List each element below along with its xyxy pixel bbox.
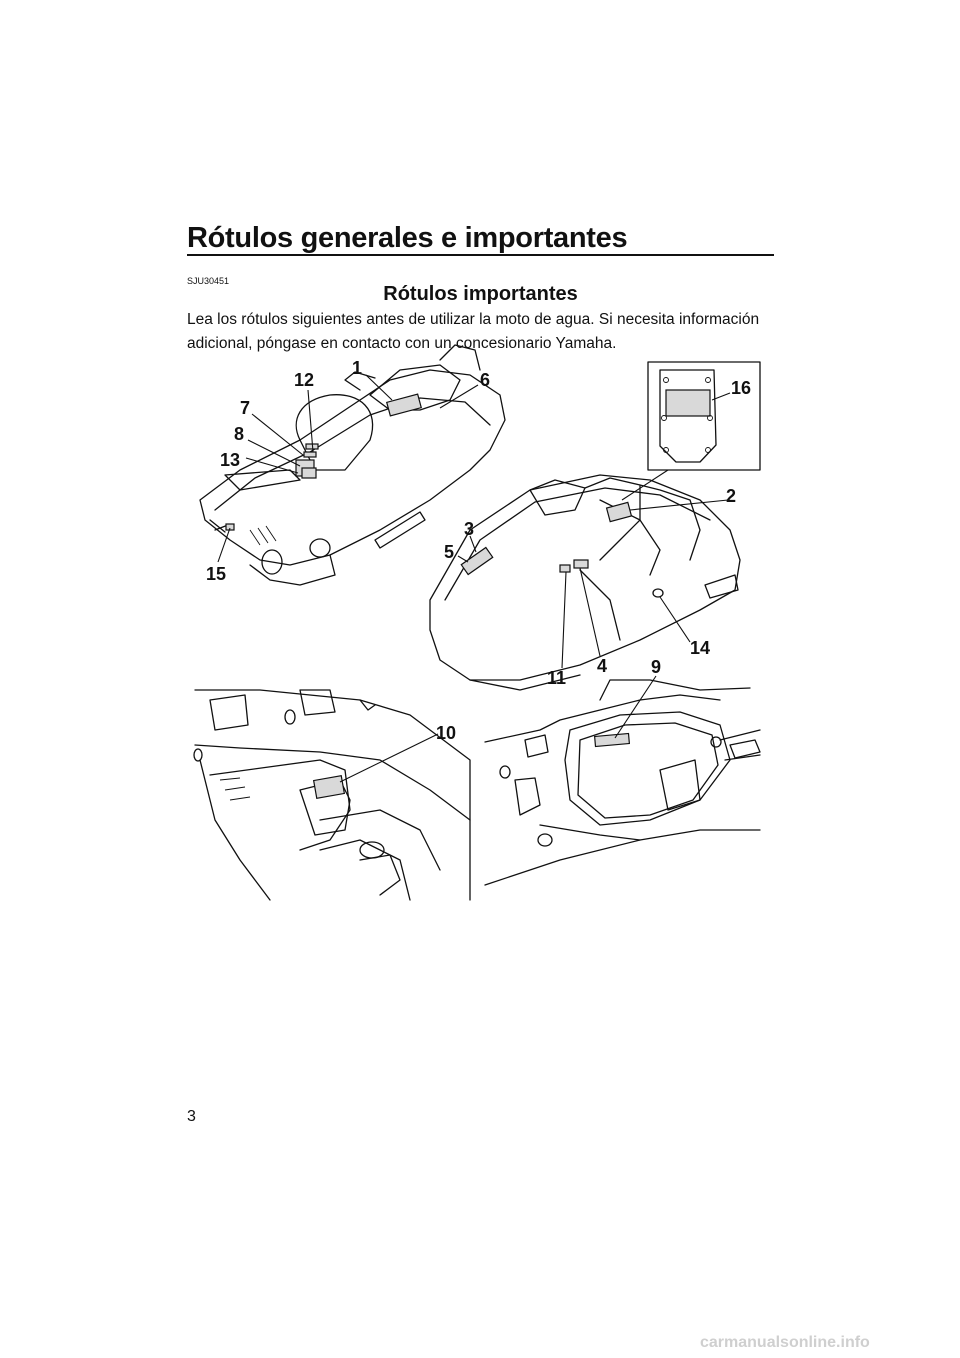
callout-1: 1 <box>352 358 362 378</box>
callout-12: 12 <box>294 370 314 390</box>
section-title: Rótulos importantes <box>383 283 578 305</box>
intro-paragraph: Lea los rótulos siguientes antes de util… <box>187 311 760 352</box>
callout-2: 2 <box>726 486 736 506</box>
footer-watermark-url[interactable]: carmanualsonline.info <box>700 1334 870 1351</box>
callout-10: 10 <box>436 723 456 743</box>
watercraft-front-view <box>429 474 741 691</box>
inset-detail-panel <box>621 361 761 501</box>
page-title: Rótulos generales e importantes <box>187 222 628 254</box>
callout-7: 7 <box>240 398 250 418</box>
callout-8: 8 <box>234 424 244 444</box>
callout-11: 11 <box>547 668 566 688</box>
callout-3: 3 <box>464 519 474 539</box>
callout-9: 9 <box>651 657 661 677</box>
callout-16: 16 <box>731 378 751 398</box>
callout-6: 6 <box>480 370 490 390</box>
engine-compartment-view <box>193 689 471 901</box>
callout-numbers: 1 6 12 7 8 13 15 16 2 3 5 14 4 11 9 10 <box>206 358 751 743</box>
rear-storage-view <box>484 679 761 886</box>
callout-14: 14 <box>690 638 710 658</box>
page-number: 3 <box>187 1108 196 1125</box>
callout-4: 4 <box>597 656 607 676</box>
callout-5: 5 <box>444 542 454 562</box>
callout-13: 13 <box>220 450 240 470</box>
title-rule <box>187 254 774 256</box>
leader-lines <box>217 374 731 783</box>
callout-15: 15 <box>206 564 226 584</box>
watercraft-rear-view <box>199 344 506 586</box>
section-code: SJU30451 <box>187 276 230 286</box>
